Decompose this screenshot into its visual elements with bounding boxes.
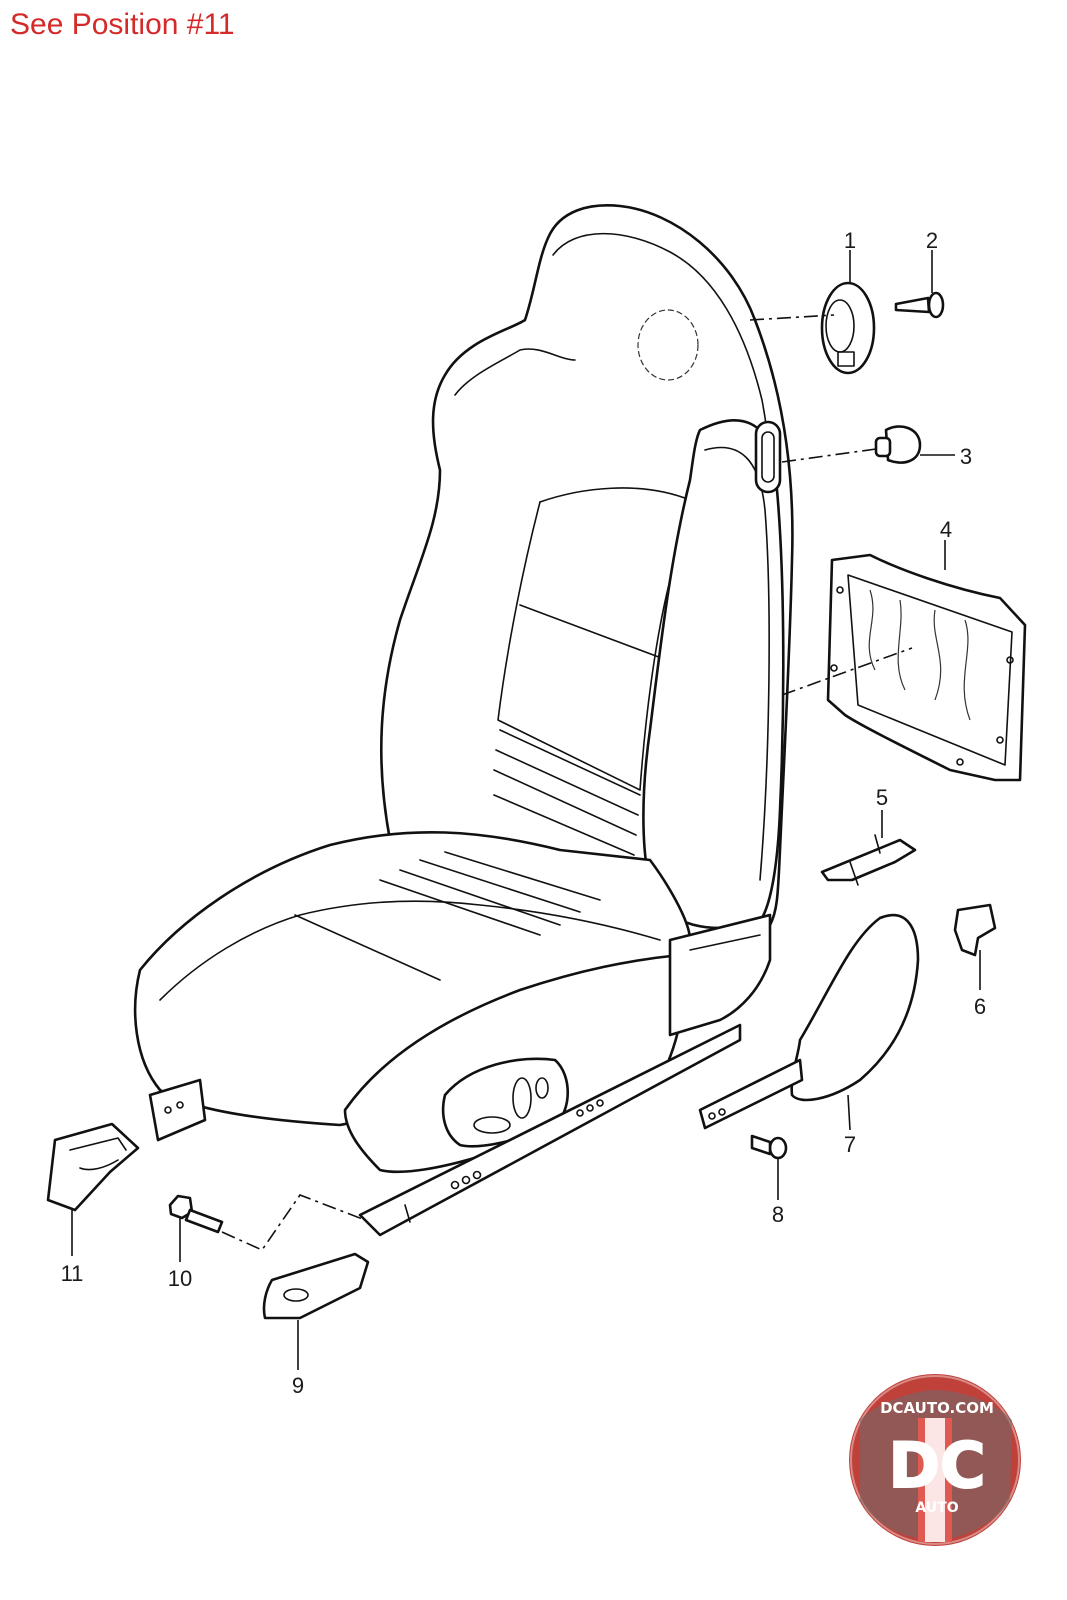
callout-7: 7 xyxy=(844,1132,856,1157)
part-6-clip xyxy=(953,903,997,990)
callout-10: 10 xyxy=(168,1266,192,1291)
callout-1: 1 xyxy=(844,228,856,253)
callouts: 1 2 3 4 5 6 7 8 9 10 11 xyxy=(61,228,987,1398)
part-5-clip xyxy=(820,810,917,886)
part-1-cap xyxy=(749,250,876,375)
callout-5: 5 xyxy=(876,785,888,810)
callout-8: 8 xyxy=(772,1202,784,1227)
part-3-knob xyxy=(781,425,955,464)
part-2-screw xyxy=(894,250,945,319)
dc-auto-logo: DCAUTO.COM DC AUTO xyxy=(849,1374,1021,1546)
logo-initials: DC xyxy=(889,1429,986,1502)
logo-domain: DCAUTO.COM xyxy=(880,1399,994,1417)
see-position-note: See Position #11 xyxy=(10,8,235,41)
callout-4: 4 xyxy=(940,517,952,542)
part-8-push-pin xyxy=(750,1134,788,1200)
part-11-trim-end xyxy=(46,1122,140,1256)
part-4-back-panel xyxy=(781,540,1027,782)
seat-backrest xyxy=(379,204,794,940)
seat-cushion xyxy=(133,830,772,1237)
callout-3: 3 xyxy=(960,444,972,469)
part-9-trim-end xyxy=(262,1252,370,1370)
part-7-side-cover xyxy=(698,913,920,1131)
part-10-bolt xyxy=(168,1194,366,1262)
callout-2: 2 xyxy=(926,228,938,253)
callout-11: 11 xyxy=(61,1261,84,1286)
callout-6: 6 xyxy=(974,994,986,1019)
callout-9: 9 xyxy=(292,1373,304,1398)
logo-word: AUTO xyxy=(915,1500,958,1516)
